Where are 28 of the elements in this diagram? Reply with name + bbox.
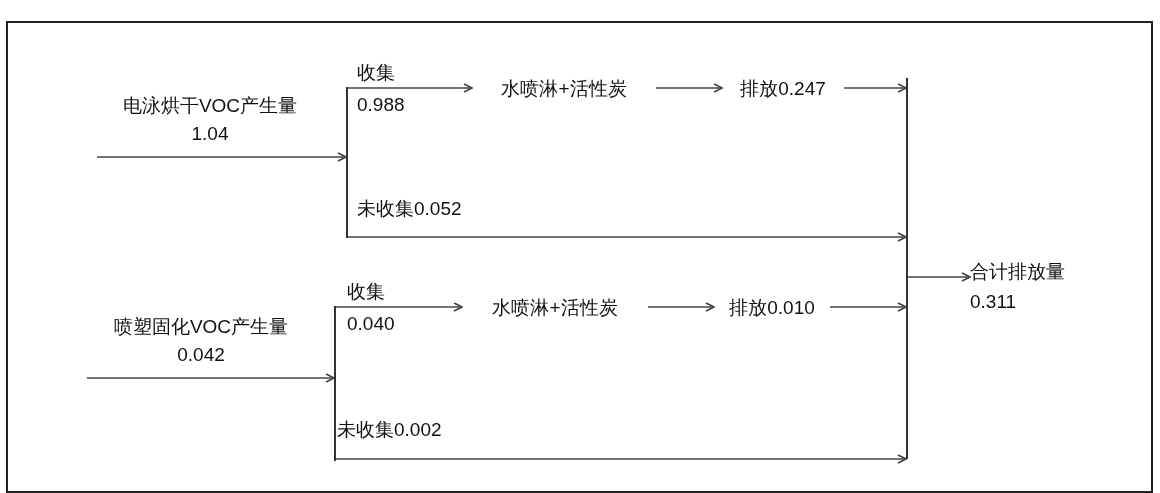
arrow — [907, 272, 971, 282]
edge-label: 未收集0.002 — [337, 418, 442, 442]
arrow — [86, 373, 335, 383]
step-label: 水喷淋+活性炭 — [462, 295, 648, 321]
step-label: 排放0.010 — [714, 295, 830, 321]
step-label: 水喷淋+活性炭 — [472, 76, 656, 102]
step-label: 排放0.247 — [722, 76, 844, 102]
value-label: 0.311 — [970, 290, 1018, 314]
edge-label: 未收集0.052 — [357, 197, 462, 221]
arrow — [347, 232, 907, 242]
source-label: 电泳烘干VOC产生量 — [121, 94, 299, 118]
value-label: 0.042 — [176, 343, 226, 367]
arrow — [829, 302, 907, 312]
arrow — [96, 152, 347, 162]
arrow — [347, 83, 473, 93]
arrow — [843, 83, 907, 93]
arrow — [655, 83, 723, 93]
junction-line — [346, 87, 348, 238]
source-label: 喷塑固化VOC产生量 — [112, 315, 290, 339]
value-label: 1.04 — [190, 122, 230, 146]
edge-label: 收集 0.988 — [357, 61, 406, 117]
arrow — [335, 302, 463, 312]
edge-label: 收集 0.040 — [347, 280, 396, 336]
arrow — [647, 302, 715, 312]
junction-line — [334, 306, 336, 461]
junction-line — [906, 78, 908, 459]
arrow — [335, 454, 907, 464]
source-label: 合计排放量 — [970, 260, 1066, 284]
